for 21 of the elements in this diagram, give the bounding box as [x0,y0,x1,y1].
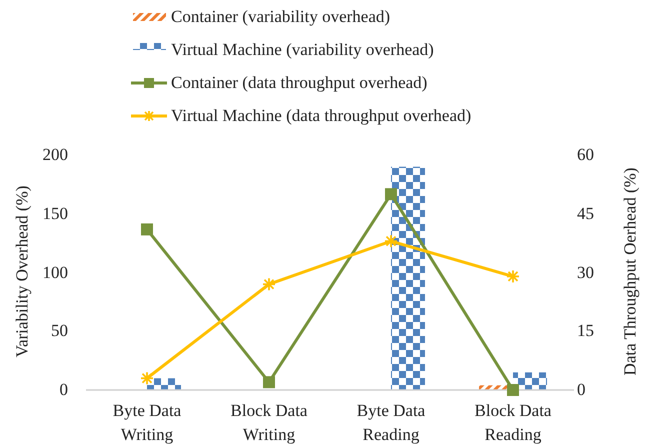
legend-label: Virtual Machine (variability overhead) [171,41,434,58]
legend-label: Virtual Machine (data throughput overhead) [171,107,472,124]
tick-label: 15 [577,322,594,340]
category-label: Byte Data [356,402,426,419]
axis-title: Variability Overhead (%) [14,184,30,360]
axis-title: Data Throughput Oerhead (%) [622,166,638,378]
tick-label: 30 [577,264,594,280]
category-label: Block Data [474,402,552,419]
tick-label: 0 [58,381,68,398]
category-label: Writing [120,426,174,443]
tick-label: 60 [577,146,594,163]
legend-label: Container (variability overhead) [171,8,390,25]
category-label: Block Data [230,402,308,419]
legend-label: Container (data throughput overhead) [171,74,428,91]
tick-label: 0 [577,381,586,398]
category-label: Reading [362,426,420,443]
category-label: Reading [484,426,542,443]
category-label: Writing [242,426,296,443]
tick-label: 200 [42,146,68,163]
category-label: Byte Data [112,402,182,419]
tick-label: 45 [577,204,594,222]
